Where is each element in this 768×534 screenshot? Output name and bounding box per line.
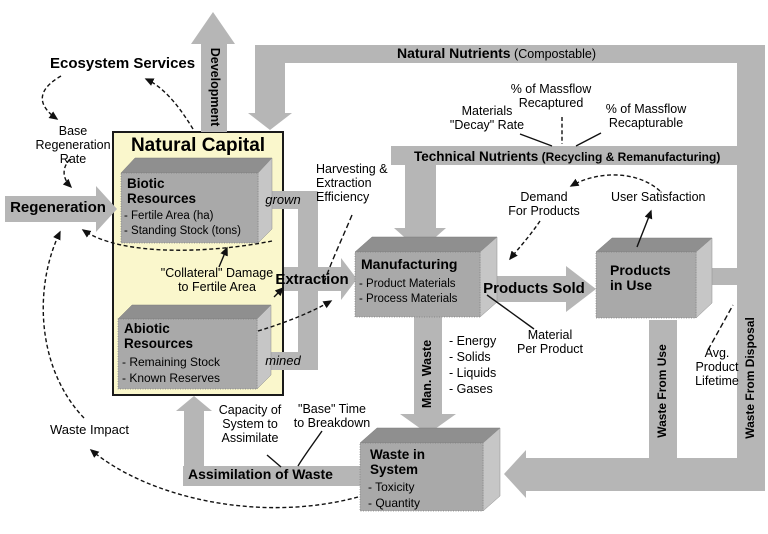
extraction-arrow bbox=[284, 258, 357, 300]
user-satisfaction-label: User Satisfaction bbox=[611, 190, 706, 204]
assimilation-flow-label: Assimilation of Waste bbox=[188, 466, 333, 482]
development-arrow bbox=[191, 12, 235, 132]
natural-nutrients-label: Natural Nutrients (Compostable) bbox=[397, 45, 657, 63]
technical-nutrients-label: Technical Nutrients (Recycling & Remanuf… bbox=[414, 148, 744, 166]
waste-collection-arrow bbox=[504, 450, 765, 498]
natural-capital-title: Natural Capital bbox=[130, 135, 266, 156]
material-per-product-label: Material Per Product bbox=[516, 328, 583, 356]
regeneration-arrow bbox=[5, 186, 117, 232]
assimilation-vertical-band bbox=[184, 410, 204, 468]
products-sold-arrow bbox=[492, 266, 596, 312]
mined-flow-label: mined bbox=[265, 353, 301, 368]
natural-nutrients-name: Natural Nutrients bbox=[397, 45, 511, 61]
abiotic-resources-items: - Remaining Stock - Known Reserves bbox=[122, 355, 221, 385]
massflow-recaptured-label: % of Massflow Recaptured bbox=[510, 82, 592, 110]
massflow-recapturable-label: % of Massflow Recapturable bbox=[605, 102, 687, 130]
assimilation-arrowhead bbox=[176, 396, 212, 411]
waste-from-use-band bbox=[649, 320, 677, 470]
biotic-resources-box bbox=[120, 157, 273, 244]
assimilation-band bbox=[183, 466, 360, 486]
demand-for-products-label: Demand For Products bbox=[508, 190, 580, 218]
extraction-flow-label: Extraction bbox=[275, 271, 349, 288]
causal-links bbox=[41, 75, 734, 509]
waste-impact-label: Waste Impact bbox=[50, 422, 129, 437]
waste-in-system-title: Waste in System bbox=[370, 447, 426, 477]
ecosystem-services-label: Ecosystem Services bbox=[50, 55, 196, 72]
man-waste-outputs-list: - Energy - Solids - Liquids - Gases bbox=[449, 334, 497, 396]
technical-nutrients-to-manufacturing-arrow bbox=[394, 165, 446, 251]
grown-flow-label: grown bbox=[265, 192, 301, 207]
technical-nutrients-qualifier: (Recycling & Remanufacturing) bbox=[538, 150, 721, 164]
products-in-use-box bbox=[595, 237, 713, 319]
manufacturing-box bbox=[354, 236, 498, 318]
avg-product-lifetime-label: Avg. Product Lifetime bbox=[695, 346, 739, 388]
abiotic-resources-title: Abiotic Resources bbox=[124, 321, 194, 351]
waste-from-disposal-flow-label: Waste From Disposal bbox=[743, 317, 757, 439]
abiotic-resources-box bbox=[117, 304, 272, 390]
products-sold-flow-label: Products Sold bbox=[483, 280, 585, 297]
recapture-return-band bbox=[737, 63, 765, 491]
harvesting-efficiency-label: Harvesting & Extraction Efficiency bbox=[316, 162, 388, 204]
waste-from-use-flow-label: Waste From Use bbox=[655, 344, 669, 438]
natural-nutrients-band bbox=[248, 45, 765, 130]
manufacturing-title: Manufacturing bbox=[361, 256, 458, 272]
regeneration-flow-label: Regeneration bbox=[10, 199, 106, 216]
biotic-resources-items: - Fertile Area (ha) - Standing Stock (to… bbox=[124, 210, 241, 237]
waste-in-system-box bbox=[359, 427, 501, 512]
waste-in-system-items: - Toxicity - Quantity bbox=[368, 480, 421, 510]
base-regeneration-rate-label: Base Regeneration Rate bbox=[35, 124, 111, 166]
man-waste-flow-label: Man. Waste bbox=[420, 339, 434, 409]
biotic-resources-title: Biotic Resources bbox=[127, 176, 197, 206]
natural-nutrients-qualifier: (Compostable) bbox=[510, 47, 597, 61]
materials-decay-rate-label: Materials "Decay" Rate bbox=[449, 104, 525, 132]
base-time-breakdown-label: "Base" Time to Breakdown bbox=[293, 402, 371, 430]
manufacturing-items: - Product Materials - Process Materials bbox=[359, 278, 458, 305]
collateral-damage-label: "Collateral" Damage to Fertile Area bbox=[160, 266, 274, 294]
technical-nutrients-band bbox=[391, 146, 746, 165]
development-flow-label: Development bbox=[208, 47, 222, 127]
products-in-use-title: Products in Use bbox=[610, 262, 671, 294]
technical-nutrients-name: Technical Nutrients bbox=[414, 149, 539, 164]
capacity-to-assimilate-label: Capacity of System to Assimilate bbox=[218, 403, 282, 445]
man-waste-arrow bbox=[400, 317, 456, 434]
